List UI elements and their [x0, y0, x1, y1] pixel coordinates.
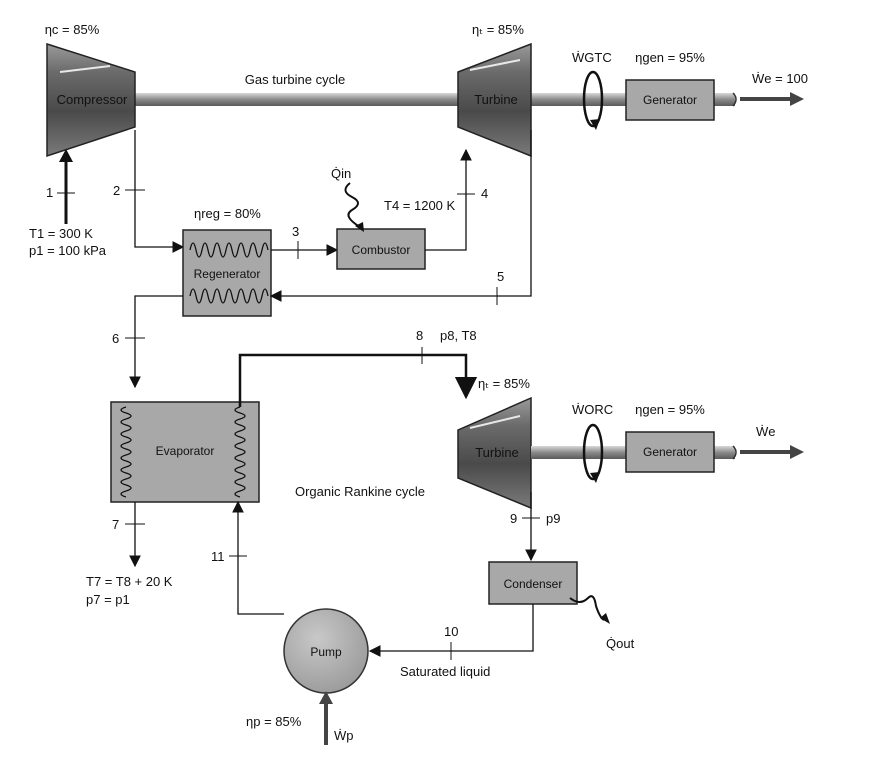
- pump-work-label: Ẇp: [334, 728, 354, 743]
- state-10-props: Saturated liquid: [400, 664, 490, 679]
- evaporator-label: Evaporator: [156, 444, 215, 458]
- heat-in-arrow: [344, 182, 361, 228]
- state-8-props: p8, T8: [440, 328, 477, 343]
- orc-output-label: Ẇe: [756, 424, 776, 439]
- condenser: [488, 561, 578, 605]
- orc-turbine-label: Turbine: [475, 445, 519, 460]
- evaporator: [110, 401, 260, 503]
- regenerator-label: Regenerator: [194, 267, 261, 281]
- exhaust-t7: T7 = T8 + 20 K: [86, 574, 173, 589]
- compressor-label: Compressor: [57, 92, 128, 107]
- state-2-label: 2: [113, 183, 120, 198]
- inlet-p1: p1 = 100 kPa: [29, 243, 107, 258]
- combustor: [336, 228, 426, 270]
- gas-output-label: Ẇe = 100: [752, 71, 808, 86]
- orc-generator-efficiency: ηgen = 95%: [635, 402, 705, 417]
- heat-in-label: Q̇in: [331, 166, 351, 181]
- gas-turbine-efficiency: ηₜ = 85%: [472, 22, 524, 37]
- gas-generator-efficiency: ηgen = 95%: [635, 50, 705, 65]
- state-11-label: 11: [211, 549, 225, 564]
- pump-label: Pump: [310, 645, 342, 659]
- state-9-label: 9: [510, 511, 517, 526]
- orc-title: Organic Rankine cycle: [295, 484, 425, 499]
- exhaust-p7: p7 = p1: [86, 592, 130, 607]
- state-8-label: 8: [416, 328, 423, 343]
- state-5-label: 5: [497, 269, 504, 284]
- orc-rotation-icon: [582, 423, 604, 481]
- t4-label: T4 = 1200 K: [384, 198, 456, 213]
- state-4-label: 4: [481, 186, 488, 201]
- gtc-rotation-icon: [582, 70, 604, 128]
- orc-work-label: ẆORC: [572, 402, 613, 417]
- state-7-label: 7: [112, 517, 119, 532]
- gas-turbine-label: Turbine: [474, 92, 518, 107]
- pump-efficiency: ηp = 85%: [246, 714, 302, 729]
- state-10-label: 10: [444, 624, 458, 639]
- heat-out-label: Q̇out: [606, 636, 635, 651]
- state-6-label: 6: [112, 331, 119, 346]
- heat-out-arrow: [569, 595, 605, 621]
- gas-generator: [625, 79, 715, 121]
- state-9-props: p9: [546, 511, 560, 526]
- gas-generator-label: Generator: [643, 93, 697, 107]
- regenerator-efficiency: ηreg = 80%: [194, 206, 261, 221]
- state-3-label: 3: [292, 224, 299, 239]
- orc-turbine-efficiency: ηₜ = 85%: [478, 376, 530, 391]
- orc-generator: [625, 431, 715, 473]
- combustor-label: Combustor: [352, 243, 411, 257]
- compressor: [46, 42, 136, 158]
- condenser-label: Condenser: [504, 577, 563, 591]
- inlet-t1: T1 = 300 K: [29, 226, 93, 241]
- orc-generator-label: Generator: [643, 445, 697, 459]
- gas-cycle-title: Gas turbine cycle: [245, 72, 345, 87]
- gtc-work-label: ẆGTC: [572, 50, 612, 65]
- compressor-efficiency: ηᴄ = 85%: [45, 22, 100, 37]
- state-1-label: 1: [46, 185, 53, 200]
- gas-shaft-end: [732, 92, 737, 107]
